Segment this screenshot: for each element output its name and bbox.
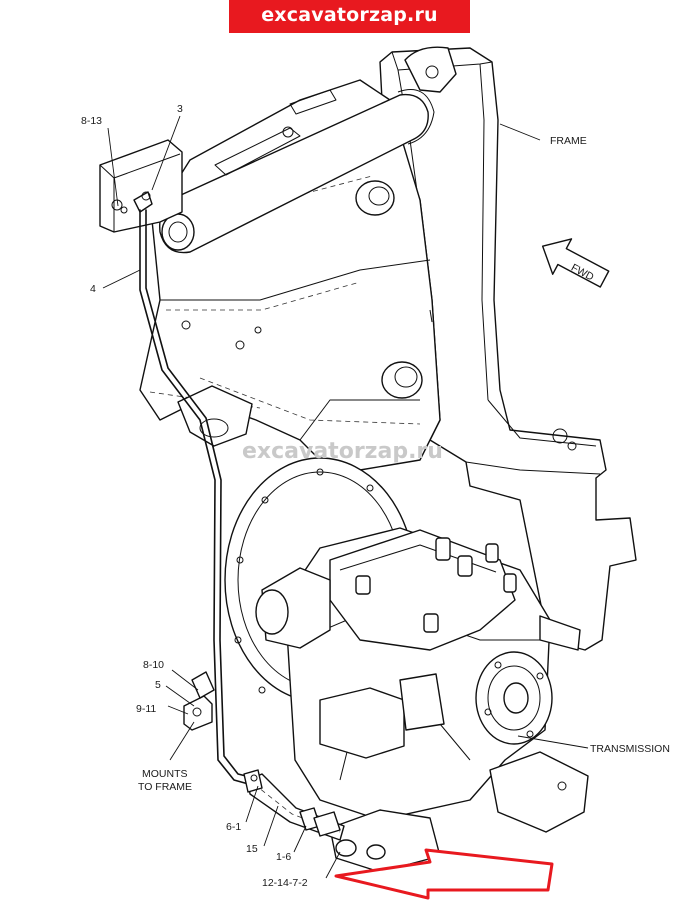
callout-12-14-7-2[interactable]: 12-14-7-2 <box>262 877 308 889</box>
fwd-arrow <box>541 238 610 288</box>
callout-5[interactable]: 5 <box>155 679 161 691</box>
upper-bracket <box>99 139 183 233</box>
callout-8-13[interactable]: 8-13 <box>81 115 102 127</box>
frame-drawing <box>139 46 637 651</box>
callout-mounts-line1[interactable]: MOUNTS <box>142 768 188 780</box>
transmission-drawing <box>224 457 589 873</box>
callout-1-6[interactable]: 1-6 <box>276 851 291 863</box>
callout-3[interactable]: 3 <box>177 103 183 115</box>
red-pointer-arrow <box>334 848 554 900</box>
callout-9-11[interactable]: 9-11 <box>136 703 156 715</box>
site-banner-text: excavatorzap.ru <box>261 4 438 26</box>
hydraulic-line <box>139 209 255 786</box>
callout-6-1[interactable]: 6-1 <box>226 821 241 833</box>
callout-15[interactable]: 15 <box>246 843 258 855</box>
watermark-text: excavatorzap.ru <box>242 439 443 464</box>
leader-lines <box>102 115 589 879</box>
site-banner[interactable]: excavatorzap.ru <box>229 0 470 33</box>
callout-8-10[interactable]: 8-10 <box>143 659 164 671</box>
callout-mounts-line2[interactable]: TO FRAME <box>138 781 192 793</box>
callout-frame[interactable]: FRAME <box>550 135 587 147</box>
lower-clamp <box>183 671 215 731</box>
callout-4[interactable]: 4 <box>90 283 96 295</box>
callout-transmission[interactable]: TRANSMISSION <box>590 743 670 755</box>
